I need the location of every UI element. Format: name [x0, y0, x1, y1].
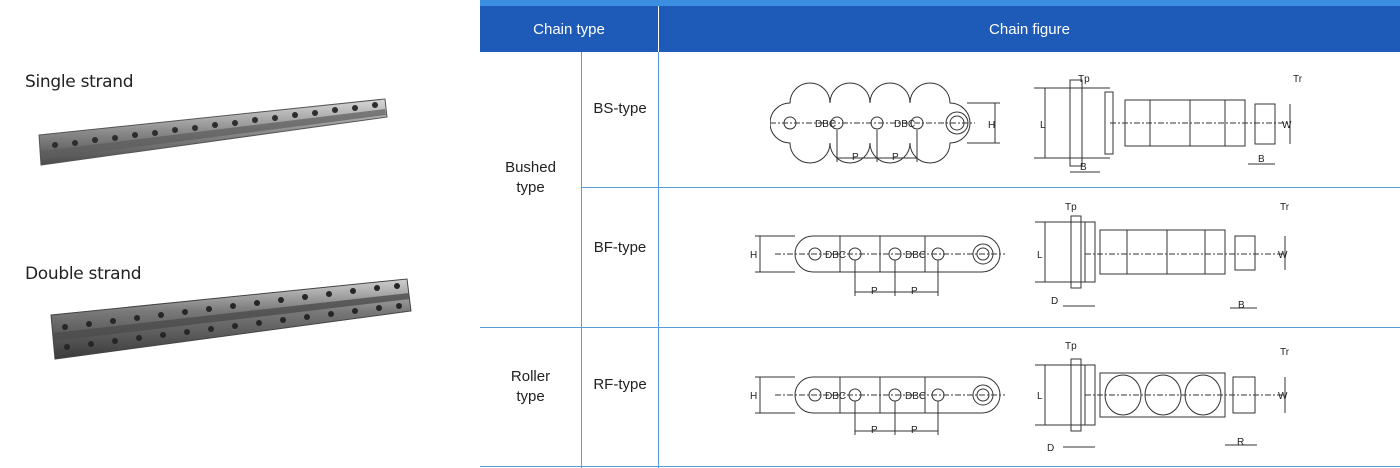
double-strand-label: Double strand: [25, 264, 142, 284]
header-chain-figure: Chain figure: [659, 6, 1400, 52]
svg-text:W: W: [1282, 120, 1292, 131]
svg-text:L: L: [1037, 391, 1043, 402]
single-strand-label: Single strand: [25, 72, 134, 92]
svg-text:Tp: Tp: [1078, 74, 1090, 85]
group-bushed-type: Bushed type: [505, 159, 556, 196]
svg-text:Tr: Tr: [1280, 347, 1290, 358]
svg-text:L: L: [1040, 120, 1046, 131]
svg-text:P: P: [852, 152, 859, 163]
svg-text:DBC: DBC: [825, 391, 846, 402]
double-strand-chain-image: [50, 278, 412, 360]
grid-hline-row1: [581, 187, 1400, 188]
svg-text:P: P: [871, 425, 878, 436]
svg-text:DBC: DBC: [894, 119, 915, 130]
strand-panel: Single strand Double strand: [0, 0, 480, 468]
svg-text:DBC: DBC: [905, 250, 926, 261]
svg-text:R: R: [1237, 437, 1244, 448]
figure-bs-type: DBC DBC P P H L B B W Tp Tr: [770, 74, 1303, 173]
svg-text:B: B: [1258, 154, 1265, 165]
grid-hline-bottom: [480, 466, 1400, 467]
svg-text:H: H: [750, 250, 757, 261]
svg-text:DBC: DBC: [815, 119, 836, 130]
svg-text:Tr: Tr: [1293, 74, 1303, 85]
svg-text:D: D: [1051, 296, 1058, 307]
svg-text:P: P: [871, 286, 878, 297]
figure-bf-type: DBC DBC P P H L D B W Tp Tr: [750, 202, 1290, 311]
table-top-accent: [480, 0, 1400, 6]
svg-text:D: D: [1047, 443, 1054, 454]
group-roller-type: Roller type: [510, 368, 551, 405]
svg-text:Tr: Tr: [1280, 202, 1290, 213]
svg-text:B: B: [1080, 162, 1087, 173]
header-divider: [658, 6, 659, 52]
grid-hline-row2: [480, 327, 1400, 328]
svg-text:DBC: DBC: [825, 250, 846, 261]
svg-text:B: B: [1238, 300, 1245, 311]
grid-vline-type: [658, 52, 659, 468]
grid-vline-group: [581, 52, 582, 468]
svg-text:DBC: DBC: [905, 391, 926, 402]
header-chain-type: Chain type: [480, 6, 658, 52]
svg-text:P: P: [892, 152, 899, 163]
svg-text:L: L: [1037, 250, 1043, 261]
svg-text:P: P: [911, 286, 918, 297]
svg-text:Tp: Tp: [1065, 341, 1077, 352]
single-strand-chain-image: [38, 98, 388, 166]
svg-text:H: H: [988, 120, 995, 131]
chain-type-table: Chain type Chain figure Bushed type Roll…: [480, 0, 1400, 468]
svg-text:W: W: [1278, 250, 1288, 261]
svg-text:P: P: [911, 425, 918, 436]
figure-rf-type: DBC DBC P P H L D R W Tp Tr: [750, 341, 1290, 454]
type-bs: BS-type: [593, 100, 647, 117]
svg-text:Tp: Tp: [1065, 202, 1077, 213]
type-rf: RF-type: [593, 376, 647, 393]
svg-text:H: H: [750, 391, 757, 402]
type-bf: BF-type: [593, 239, 647, 256]
svg-text:W: W: [1278, 391, 1288, 402]
